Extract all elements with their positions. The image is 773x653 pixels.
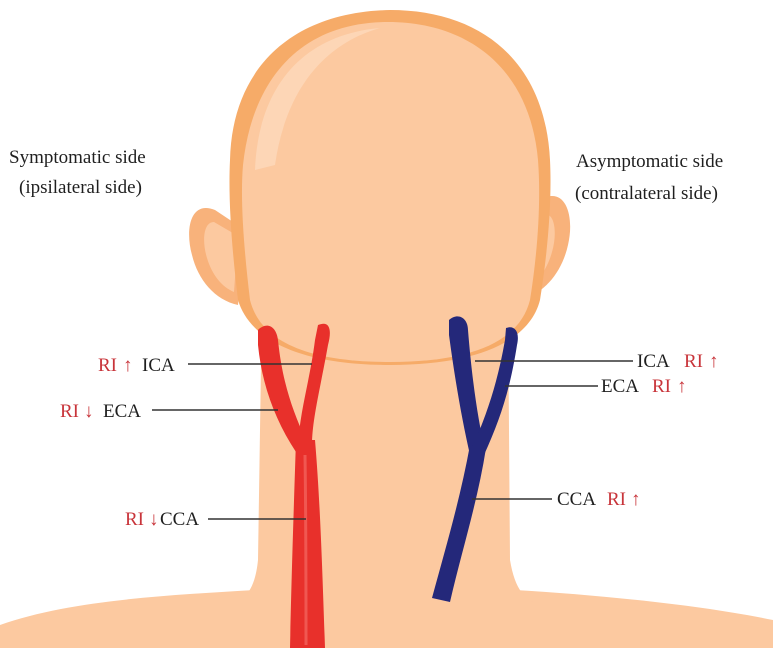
right-eca-label: ECA RI ↑ <box>601 376 687 397</box>
left-eca-arrow: ↓ <box>84 401 94 422</box>
left-ica-name: ICA <box>142 355 175 376</box>
right-side-subtitle: (contralateral side) <box>575 183 718 204</box>
left-side-subtitle: (ipsilateral side) <box>19 177 142 198</box>
right-ica-ri: RI <box>684 351 703 372</box>
right-side-title: Asymptomatic side <box>576 151 723 172</box>
left-eca-ri: RI <box>60 401 79 422</box>
left-ica-label: RI ↑ ICA <box>98 355 175 376</box>
right-cca-label: CCA RI ↑ <box>557 489 641 510</box>
left-cca-arrow: ↓ <box>149 509 159 530</box>
right-ica-arrow: ↑ <box>709 351 719 372</box>
head <box>242 22 539 362</box>
left-cca-highlight <box>305 455 306 645</box>
right-ica-label: ICA RI ↑ <box>637 351 719 372</box>
left-ica-arrow: ↑ <box>123 355 133 376</box>
left-ica-ri: RI <box>98 355 117 376</box>
right-cca-name: CCA <box>557 489 596 510</box>
right-ica-name: ICA <box>637 351 670 372</box>
left-cca-ri: RI <box>125 509 144 530</box>
left-eca-label: RI ↓ ECA <box>60 401 141 422</box>
left-side-title: Symptomatic side <box>9 147 146 168</box>
left-cca-label: RI ↓ CCA <box>125 509 199 530</box>
right-eca-ri: RI <box>652 376 671 397</box>
right-cca-arrow: ↑ <box>631 489 641 510</box>
right-eca-arrow: ↑ <box>677 376 687 397</box>
left-cca-name: CCA <box>160 509 199 530</box>
right-cca-ri: RI <box>607 489 626 510</box>
left-eca-name: ECA <box>103 401 141 422</box>
right-eca-name: ECA <box>601 376 639 397</box>
